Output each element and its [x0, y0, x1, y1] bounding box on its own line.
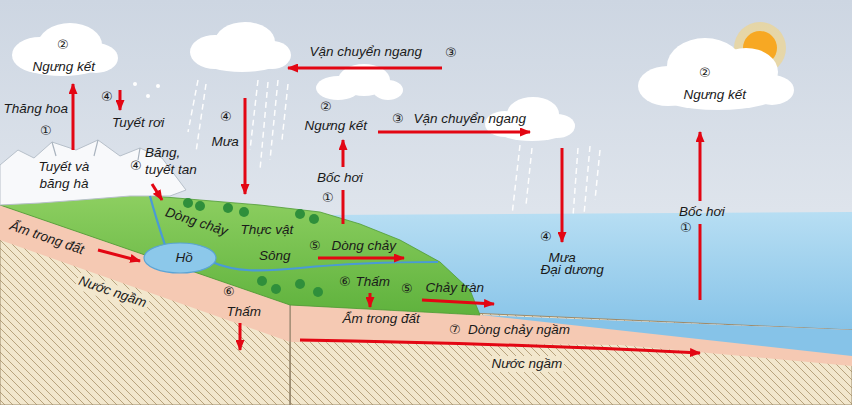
callout-number: ②	[57, 37, 69, 53]
process-label: Dòng chảy	[162, 204, 229, 240]
process-label: Ẩm trong đất	[7, 217, 86, 258]
process-label: Chảy tràn	[426, 280, 485, 297]
transport-arrow	[378, 131, 530, 134]
process-label: Đại dương	[541, 262, 604, 279]
callout-number: ⑤	[401, 281, 413, 297]
evaporation-arrow	[342, 190, 345, 224]
callout-number: ①	[40, 123, 52, 139]
process-label: Thấm	[356, 274, 391, 291]
process-label: Vận chuyển ngang	[310, 44, 423, 61]
melt-arrow	[152, 184, 162, 200]
process-arrows	[73, 68, 700, 353]
process-label: Ngưng kết	[684, 87, 747, 104]
process-label: Ngưng kết	[305, 118, 368, 135]
evaporation-arrow	[699, 132, 702, 201]
cloud	[638, 38, 794, 110]
snowfall-arrow	[119, 90, 122, 110]
overflow-arrow	[422, 300, 494, 304]
callout-number: ①	[680, 220, 692, 236]
process-label: Sông	[259, 248, 291, 265]
process-label: Băng, tuyết tan	[145, 145, 203, 179]
land-surface	[0, 190, 480, 315]
callout-number: ⑥	[339, 274, 351, 290]
callout-number: ③	[445, 45, 457, 61]
infiltration-arrow	[239, 323, 242, 350]
callout-number: ②	[699, 65, 711, 81]
process-label: Dòng chảy ngầm	[468, 322, 570, 339]
block-edge	[290, 305, 291, 405]
process-label: Vận chuyển ngang	[414, 111, 527, 128]
process-label: Thấm	[227, 304, 262, 321]
process-label: Tuyết và băng hà	[32, 159, 96, 193]
callout-number: ⑥	[223, 284, 235, 300]
callout-number: ⑤	[309, 238, 321, 254]
trees	[183, 198, 323, 297]
callout-number: ④	[220, 109, 232, 125]
process-label: Ẩm trong đất	[343, 311, 420, 328]
groundwater-flow-arrow	[300, 340, 700, 353]
callout-number: ④	[101, 89, 113, 105]
mountain-ridges	[52, 140, 140, 160]
process-label: Dòng chảy	[332, 238, 397, 255]
process-label: Bốc hơi	[679, 204, 725, 221]
evaporation-arrow	[699, 224, 702, 300]
callout-number: ④	[540, 229, 552, 245]
soil-flow-arrow	[98, 250, 140, 261]
callout-number: ②	[320, 99, 332, 115]
callout-number: ⑦	[449, 322, 461, 338]
sublimation-arrow	[72, 84, 75, 150]
runoff-arrow	[318, 257, 404, 260]
process-label: Hồ	[176, 250, 193, 267]
process-label: Bốc hơi	[317, 170, 363, 187]
callout-number: ④	[130, 158, 142, 174]
transport-arrow	[288, 67, 442, 70]
lake	[144, 243, 216, 273]
clouds	[12, 22, 794, 141]
callout-number: ③	[392, 111, 404, 127]
cloud	[190, 22, 291, 72]
evaporation-arrow	[342, 140, 345, 167]
groundwater-front	[290, 305, 852, 405]
callout-number: ①	[322, 190, 334, 206]
process-label: Thực vật	[241, 222, 294, 239]
process-label: Mưa	[212, 134, 239, 151]
rain-arrow	[561, 148, 564, 242]
process-label: Thăng hoa	[4, 101, 69, 118]
infiltration-arrow	[369, 293, 372, 307]
process-label: Nước ngầm	[74, 272, 150, 312]
process-label: Nước ngầm	[490, 356, 565, 373]
rain-arrow	[244, 98, 247, 194]
snowflakes	[133, 82, 160, 98]
cloud	[12, 23, 118, 76]
process-label: Ngưng kết	[33, 59, 96, 76]
process-label: Tuyết rơi	[112, 115, 164, 132]
soil-moisture-front	[290, 305, 852, 366]
